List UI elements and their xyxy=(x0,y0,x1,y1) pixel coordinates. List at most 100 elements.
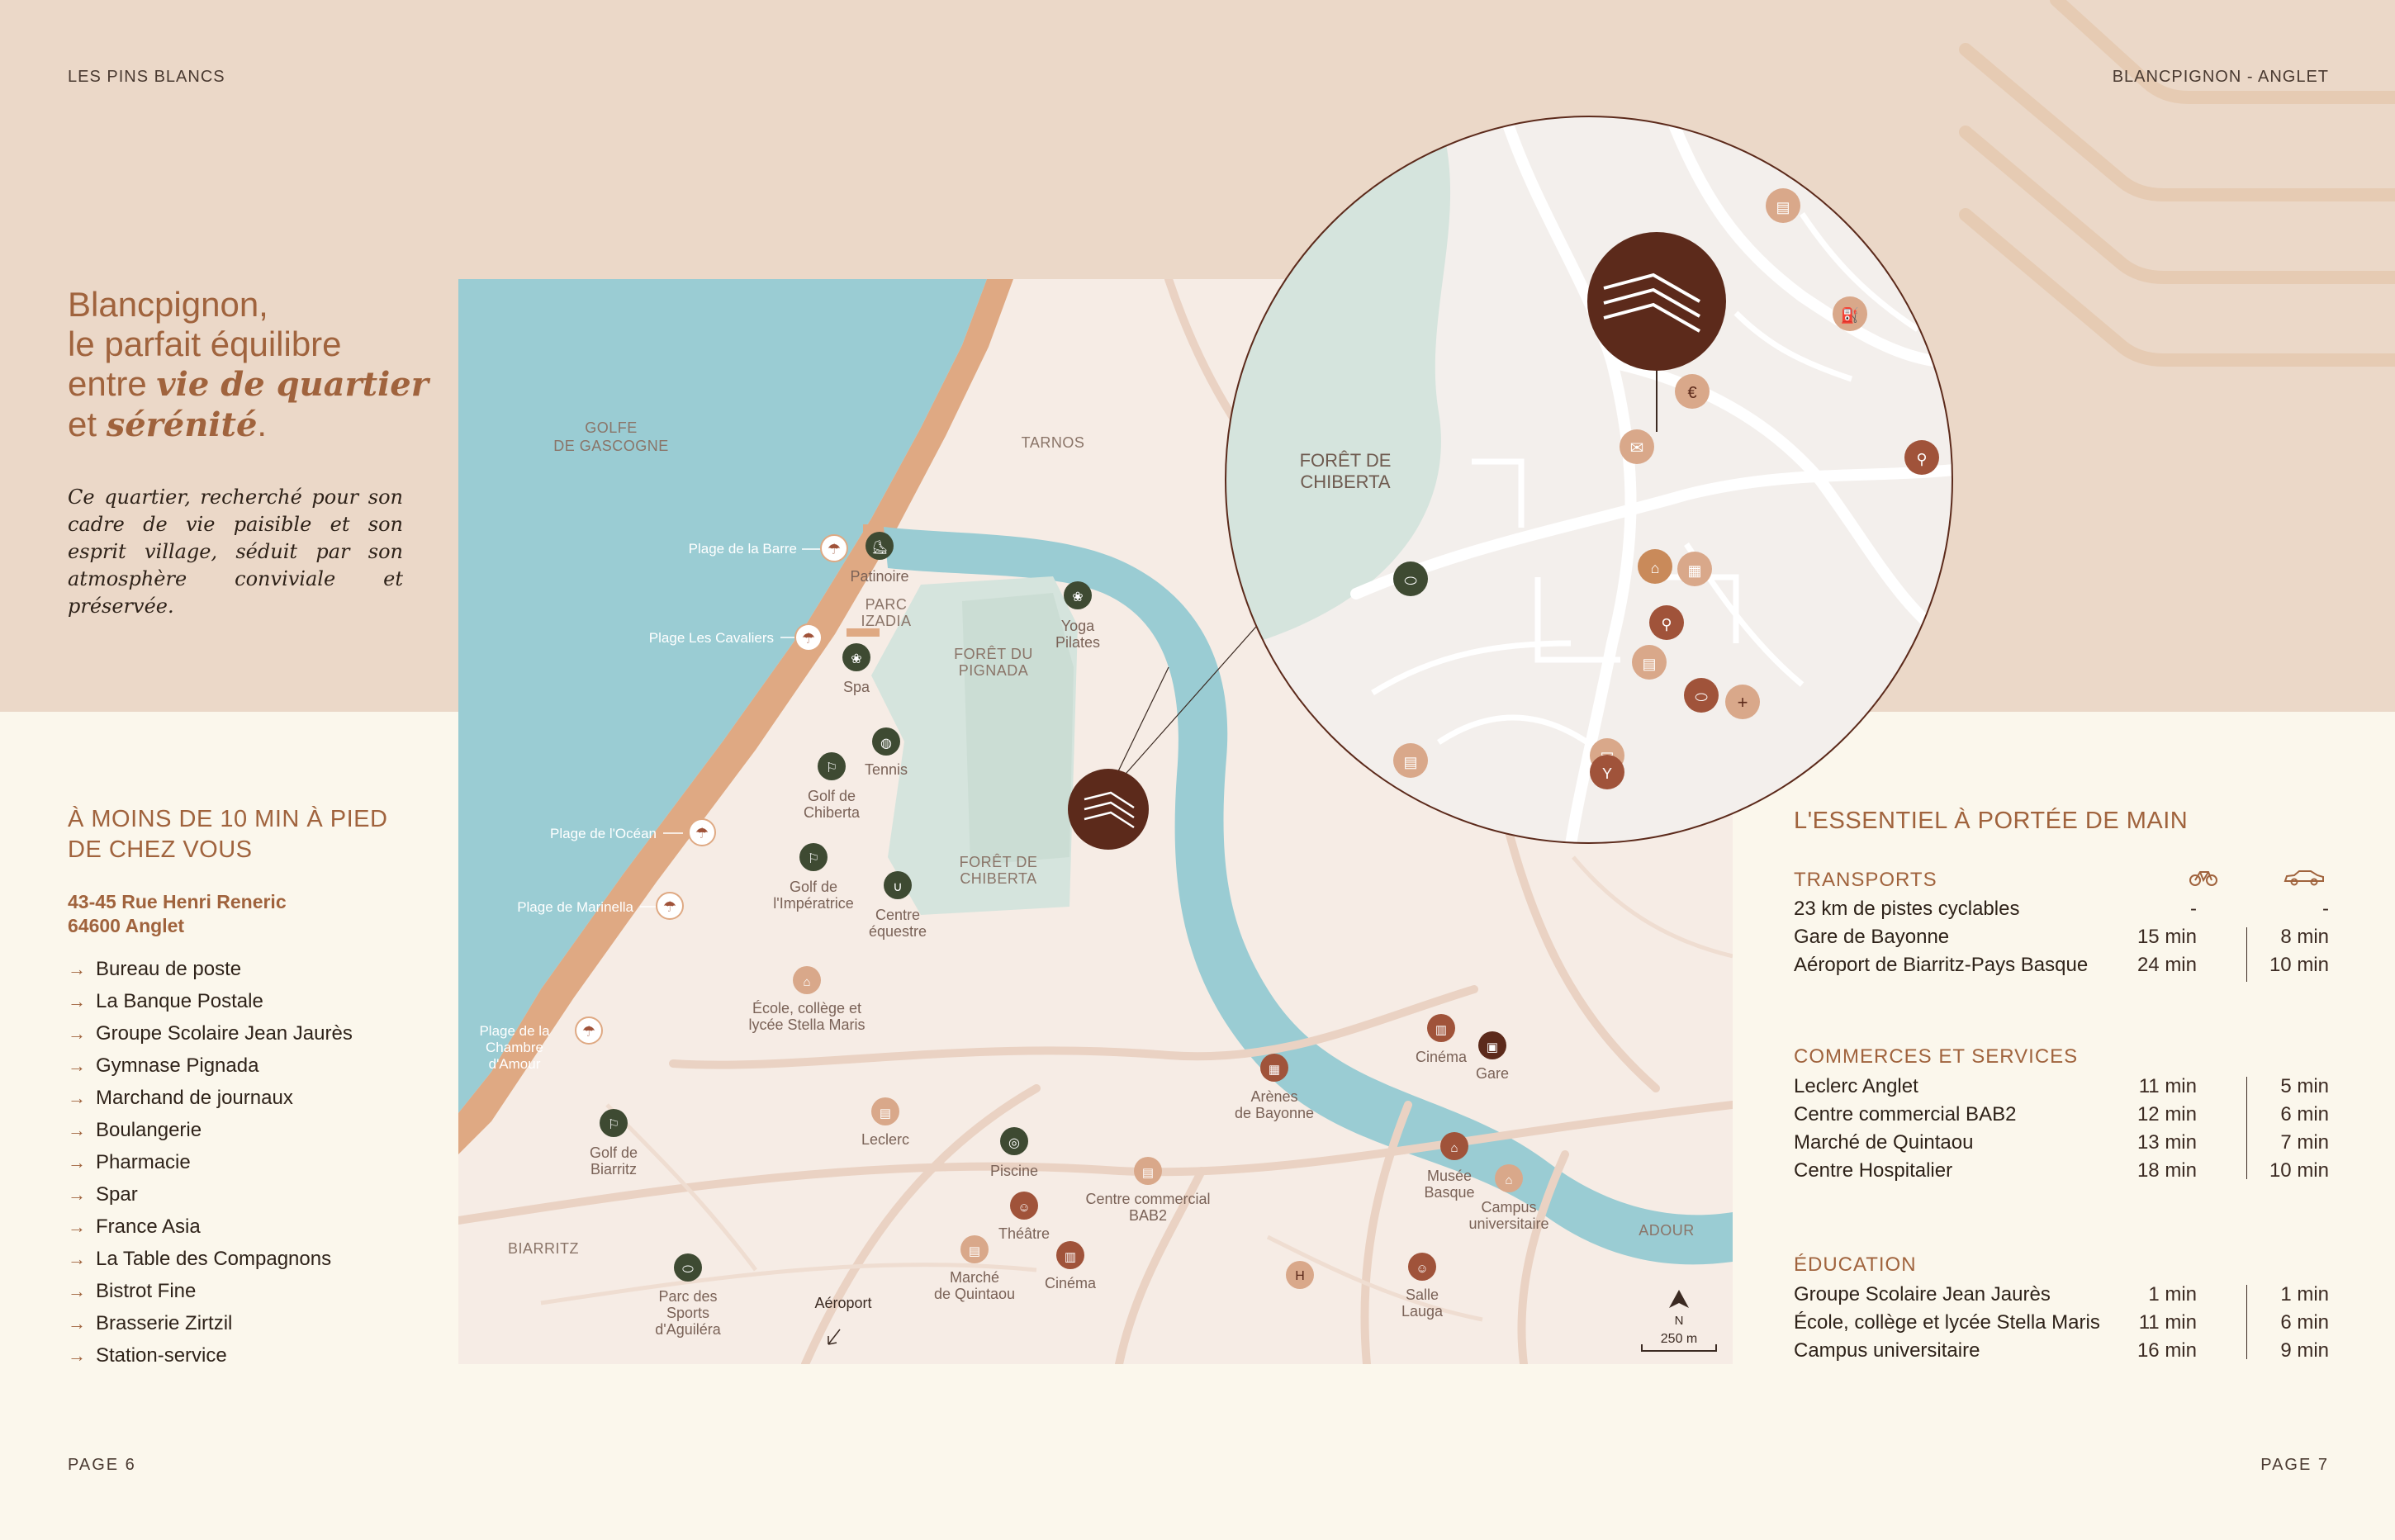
list-item: →Station-service xyxy=(68,1339,353,1372)
golf-icon: ⚐ xyxy=(799,843,828,871)
shop-icon: ▤ xyxy=(871,1097,899,1125)
poi-label: Piscine xyxy=(990,1163,1038,1179)
poi-label: Yoga xyxy=(1061,618,1095,634)
svg-text:☺: ☺ xyxy=(1017,1201,1030,1215)
list-item-label: Boulangerie xyxy=(96,1118,202,1141)
zoom-inset-map[interactable]: FORÊT DE CHIBERTA ✉ € ▤ ⛽ ⚲ ⌂ ▦ ⬭ ⚲ ▤ ⬭ … xyxy=(1224,115,1954,845)
arrow-right-icon: → xyxy=(68,990,86,1012)
car-time: 6 min xyxy=(2280,1103,2329,1125)
map-area-label: FORÊT DE xyxy=(960,854,1038,870)
bakery-icon: ⬭ xyxy=(1684,678,1719,713)
list-item-label: Bureau de poste xyxy=(96,957,242,980)
arrow-right-icon: → xyxy=(68,1151,86,1173)
hospital-letter: H xyxy=(1295,1269,1305,1283)
map-area-label: PARC xyxy=(866,596,908,613)
svg-text:⚐: ⚐ xyxy=(608,1118,619,1132)
restaurant-icon: ⚲ xyxy=(1904,440,1939,475)
svg-text:▥: ▥ xyxy=(1435,1023,1447,1037)
beach-umbrella-icon: ☂ xyxy=(820,534,848,562)
svg-text:▣: ▣ xyxy=(1487,1040,1498,1054)
list-item-label: La Banque Postale xyxy=(96,989,263,1012)
list-item: →La Table des Compagnons xyxy=(68,1243,353,1275)
svg-text:❀: ❀ xyxy=(851,652,861,666)
zoom-area-label: CHIBERTA xyxy=(1300,471,1391,492)
svg-text:€: € xyxy=(1687,384,1696,402)
residence-marker-zoom[interactable] xyxy=(1587,232,1726,432)
cinema-icon: ▥ xyxy=(1427,1014,1455,1042)
brochure-title: LES PINS BLANCS xyxy=(68,68,225,86)
campus-icon: ⌂ xyxy=(1495,1164,1523,1192)
svg-text:☺: ☺ xyxy=(1416,1262,1428,1276)
gym-icon: ▦ xyxy=(1677,552,1712,586)
golf-icon: ⚐ xyxy=(600,1109,628,1137)
walk-section-title: À MOINS DE 10 MIN À PIED DE CHEZ VOUS xyxy=(68,804,387,865)
table-row: École, collège et lycée Stella Maris 11 … xyxy=(1794,1311,2329,1339)
svg-text:Y: Y xyxy=(1602,765,1612,782)
spa-icon: ❀ xyxy=(842,643,870,671)
poi-label: Centre xyxy=(875,907,920,923)
table-row: Centre commercial BAB2 12 min 6 min xyxy=(1794,1103,2329,1131)
map-area-label: IZADIA xyxy=(861,613,911,629)
hall-icon: ☺ xyxy=(1408,1253,1436,1281)
svg-text:☂: ☂ xyxy=(663,898,676,915)
bike-time: 12 min xyxy=(2137,1103,2197,1125)
address: 43-45 Rue Henri Reneric 64600 Anglet xyxy=(68,890,287,938)
svg-text:+: + xyxy=(1738,692,1748,713)
table-row: Campus universitaire 16 min 9 min xyxy=(1794,1339,2329,1367)
location-title: BLANCPIGNON - ANGLET xyxy=(2112,68,2329,86)
arrow-right-icon: → xyxy=(68,1087,86,1108)
bike-time: - xyxy=(2190,898,2197,920)
shop-icon: ▤ xyxy=(1766,188,1800,223)
museum-icon: ⌂ xyxy=(1440,1132,1468,1160)
bakery-icon: ⬭ xyxy=(1393,562,1428,596)
list-item: → Pharmacie xyxy=(68,1146,353,1178)
car-time: 10 min xyxy=(2269,954,2329,976)
row-label: Campus universitaire xyxy=(1794,1339,1980,1362)
mall-icon: ▤ xyxy=(1134,1157,1162,1185)
walk-list: →Bureau de poste →La Banque Postale →Gro… xyxy=(68,953,353,1372)
poi-label: Marché xyxy=(950,1269,999,1286)
newspaper-icon: ▤ xyxy=(1632,645,1667,680)
fuel-icon: ⛽ xyxy=(1833,296,1867,331)
bike-time: 11 min xyxy=(2138,1311,2197,1334)
list-item: →Bureau de poste xyxy=(68,953,353,985)
table-row: Aéroport de Biarritz-Pays Basque 24 min … xyxy=(1794,954,2329,982)
svg-text:▤: ▤ xyxy=(969,1244,980,1258)
car-time: 9 min xyxy=(2280,1339,2329,1362)
arrow-right-icon: → xyxy=(68,1215,86,1237)
table-row: Leclerc Anglet 11 min 5 min xyxy=(1794,1075,2329,1103)
column-divider xyxy=(2246,1077,2247,1179)
poi-label: Golf de xyxy=(590,1144,638,1161)
headline-line: et sérénité. xyxy=(68,405,448,445)
poi-label: d'Aguiléra xyxy=(655,1321,721,1338)
row-label: Leclerc Anglet xyxy=(1794,1075,1918,1097)
list-item: →Gymnase Pignada xyxy=(68,1050,353,1082)
map-area-label: DE GASCOGNE xyxy=(553,438,669,454)
poi-label: Lauga xyxy=(1401,1303,1444,1320)
row-label: Aéroport de Biarritz-Pays Basque xyxy=(1794,954,2089,976)
poi-label: Golf de xyxy=(808,788,856,804)
row-label: Gare de Bayonne xyxy=(1794,926,1950,948)
svg-text:◎: ◎ xyxy=(1008,1136,1020,1150)
category-transports: TRANSPORTS xyxy=(1794,869,1937,891)
table-row: Gare de Bayonne 15 min 8 min xyxy=(1794,926,2329,954)
zoom-area-label: FORÊT DE xyxy=(1300,450,1392,471)
arrow-right-icon: → xyxy=(68,1183,86,1205)
north-arrow-icon: N xyxy=(1669,1290,1689,1328)
table-row: Marché de Quintaou 13 min 7 min xyxy=(1794,1131,2329,1159)
category-education: ÉDUCATION xyxy=(1794,1253,1917,1276)
arrow-right-icon: → xyxy=(68,1280,86,1301)
cocktail-icon: Y xyxy=(1590,755,1624,789)
beach-umbrella-icon: ☂ xyxy=(656,892,684,920)
restaurant-icon: ⚲ xyxy=(1649,605,1684,640)
list-item: →Spar xyxy=(68,1178,353,1211)
car-time: 8 min xyxy=(2280,926,2329,948)
list-item: →Boulangerie xyxy=(68,1114,353,1146)
row-label: Groupe Scolaire Jean Jaurès xyxy=(1794,1283,2051,1305)
poi-label: Musée xyxy=(1427,1168,1472,1184)
poi-label: BAB2 xyxy=(1129,1207,1167,1224)
poi-label: Cinéma xyxy=(1045,1275,1097,1291)
row-label: Centre commercial BAB2 xyxy=(1794,1103,2017,1125)
list-item-label: Pharmacie xyxy=(96,1150,191,1173)
poi-label: Cinéma xyxy=(1416,1049,1468,1065)
